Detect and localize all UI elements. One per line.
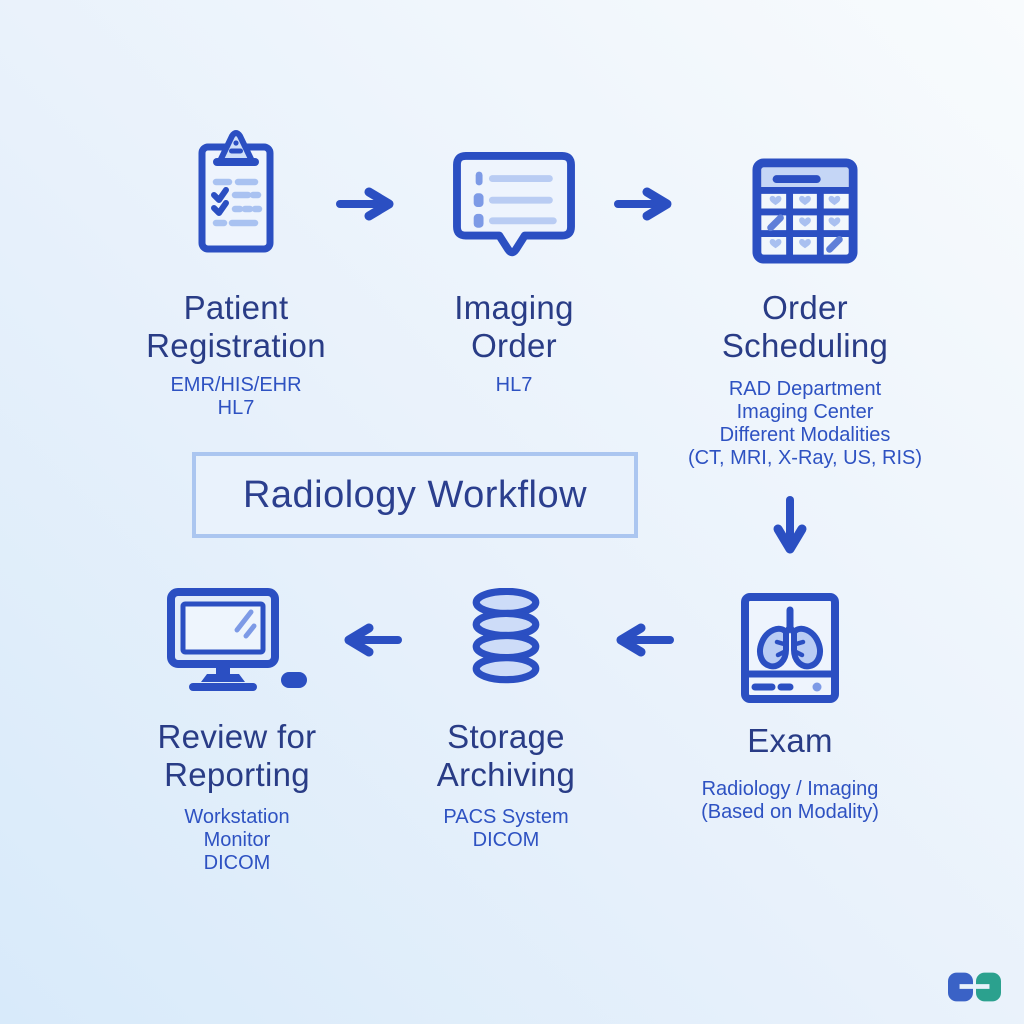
step-patient-registration: Patient Registration EMR/HIS/EHR HL7 (116, 128, 356, 420)
step-title-line: Registration (146, 327, 326, 364)
arrow-down-scheduling-to-exam (770, 496, 810, 567)
step-title: Patient Registration (116, 289, 356, 365)
step-sublabel-line: HL7 (495, 374, 533, 396)
step-sublabel-line: (CT, MRI, X-Ray, US, RIS) (687, 447, 923, 469)
arrow-right-order-to-scheduling (614, 184, 676, 229)
step-sublabel: EMR/HIS/EHR HL7 (116, 374, 356, 420)
step-title-line: Order (762, 289, 848, 326)
step-exam: Exam Radiology / Imaging (Based on Modal… (665, 592, 915, 824)
step-storage-archiving: Storage Archiving PACS System DICOM (386, 588, 626, 852)
step-sublabel-line: EMR/HIS/EHR (170, 374, 302, 396)
arrow-left-storage-to-review (340, 620, 402, 665)
step-title-line: Imaging (454, 289, 574, 326)
step-title-line: Exam (747, 722, 833, 759)
step-sublabel: RAD Department Imaging Center Different … (678, 378, 932, 470)
step-title: Review for Reporting (114, 718, 360, 794)
step-title-line: Storage (447, 718, 565, 755)
step-title: Storage Archiving (386, 718, 626, 794)
step-title-line: Reporting (164, 756, 310, 793)
title-box: Radiology Workflow (192, 452, 638, 538)
step-sublabel-line: (Based on Modality) (701, 801, 879, 823)
step-title-line: Archiving (436, 756, 576, 793)
step-sublabel-line: Radiology / Imaging (701, 778, 879, 800)
clipboard-checklist-icon (116, 128, 356, 256)
step-sublabel: PACS System DICOM (386, 806, 626, 852)
diagram-title: Radiology Workflow (242, 473, 588, 516)
step-title-line: Review for (157, 718, 317, 755)
logo-mark-blue-icon (948, 972, 973, 1002)
schedule-calendar-icon (678, 158, 932, 264)
order-list-bubble-icon (394, 152, 634, 268)
step-sublabel-line: Monitor (203, 829, 271, 851)
step-review-for-reporting: Review for Reporting Workstation Monitor… (114, 588, 360, 875)
step-sublabel-line: Imaging Center (736, 401, 874, 423)
step-sublabel-line: RAD Department (728, 378, 882, 400)
step-sublabel: Radiology / Imaging (Based on Modality) (665, 778, 915, 824)
step-title: Exam (665, 722, 915, 760)
arrow-right-registration-to-order (336, 184, 398, 229)
step-title-line: Scheduling (721, 327, 889, 364)
step-title-line: Order (471, 327, 557, 364)
step-sublabel-line: DICOM (472, 829, 540, 851)
step-sublabel-line: PACS System (443, 806, 569, 828)
step-sublabel-line: Different Modalities (719, 424, 891, 446)
database-stack-icon (386, 588, 626, 684)
xray-lungs-monitor-icon (665, 592, 915, 704)
step-order-scheduling: Order Scheduling RAD Department Imaging … (678, 158, 932, 470)
step-sublabel-line: Workstation (184, 806, 290, 828)
workstation-monitor-icon (114, 588, 360, 692)
step-sublabel: Workstation Monitor DICOM (114, 806, 360, 875)
arrow-left-exam-to-storage (612, 620, 674, 665)
step-title: Order Scheduling (678, 289, 932, 365)
step-title-line: Patient (183, 289, 289, 326)
step-title: Imaging Order (394, 289, 634, 365)
brand-logo (948, 972, 1001, 1002)
step-sublabel-line: HL7 (217, 397, 255, 419)
step-sublabel-line: DICOM (203, 852, 271, 874)
step-sublabel: HL7 (394, 374, 634, 397)
logo-mark-teal-icon (976, 972, 1001, 1002)
step-imaging-order: Imaging Order HL7 (394, 152, 634, 397)
